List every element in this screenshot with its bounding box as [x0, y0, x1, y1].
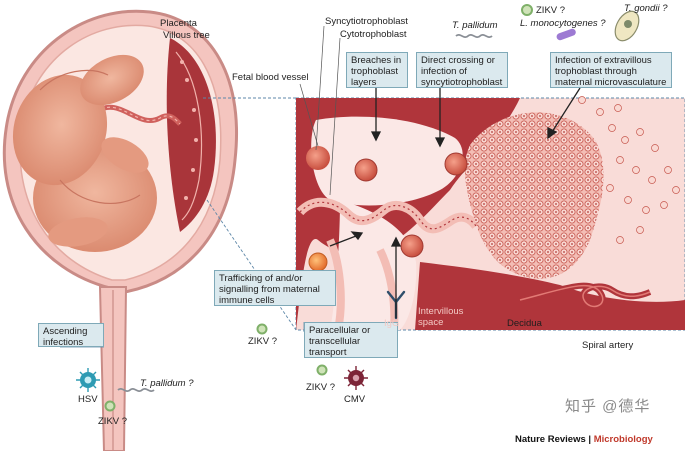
- label-zikv-bottom-mid: ZIKV ?: [306, 382, 336, 393]
- pathogen-sphere: [400, 234, 424, 258]
- pathogen-sphere: [308, 252, 328, 272]
- watermark: 知乎 @德华: [565, 398, 651, 415]
- zikv-icon: [521, 4, 533, 16]
- zoom-panel: [295, 25, 685, 331]
- label-intervillous-space: Intervillous space: [418, 306, 464, 328]
- box-ascending: Ascending infections: [38, 323, 104, 348]
- box-breaches: Breaches in trophoblast layers: [346, 52, 408, 88]
- label-zikv-top: ZIKV ?: [536, 5, 566, 16]
- label-cytotrophoblast: Cytotrophoblast: [340, 29, 407, 40]
- zikv-icon: [316, 364, 328, 376]
- credit-subject: Microbiology: [593, 434, 653, 445]
- intervillous-region: [311, 116, 463, 206]
- label-zikv-bottom-left: ZIKV ?: [98, 416, 128, 427]
- label-hsv: HSV: [78, 394, 98, 405]
- label-spiral-artery: Spiral artery: [582, 340, 634, 351]
- label-t-pallidum-top: T. pallidum: [452, 20, 498, 31]
- credit-separator: |: [585, 434, 594, 445]
- label-zikv-mid: ZIKV ?: [248, 336, 278, 347]
- hsv-icon: [76, 368, 100, 392]
- zikv-icon: [104, 400, 116, 412]
- label-cmv: CMV: [344, 394, 366, 405]
- fetus: [12, 54, 157, 252]
- pathogen-sphere: [354, 158, 378, 182]
- box-paracellular: Paracellular or transcellular transport: [304, 322, 398, 358]
- box-extravillous: Infection of extravillous trophoblast th…: [550, 52, 672, 88]
- label-fetal-blood-vessel: Fetal blood vessel: [232, 72, 309, 83]
- placenta: [166, 38, 216, 232]
- label-igg: IgG: [384, 318, 400, 329]
- journal-credit: Nature Reviews | Microbiology: [515, 434, 653, 445]
- cmv-icon: [344, 366, 368, 390]
- box-direct-crossing: Direct crossing or infection of syncytio…: [416, 52, 508, 88]
- label-t-gondii: T. gondii ?: [624, 3, 668, 14]
- t-pallidum-icon: [455, 33, 493, 39]
- decidua-band: [415, 262, 685, 330]
- label-syncytiotrophoblast: Syncytiotrophoblast: [325, 16, 408, 27]
- label-placenta: Placenta: [160, 18, 197, 29]
- label-villous-tree: Villous tree: [163, 30, 210, 41]
- zikv-icon: [256, 323, 268, 335]
- pathogen-sphere: [444, 152, 468, 176]
- extravillous-trophoblast: [464, 112, 604, 279]
- l-monocytogenes-icon: [556, 28, 576, 41]
- credit-journal: Nature Reviews: [515, 434, 586, 445]
- label-t-pallidum-bottom: T. pallidum ?: [140, 378, 194, 389]
- t-pallidum-icon: [117, 387, 155, 393]
- label-decidua: Decidua: [507, 318, 542, 329]
- box-trafficking: Trafficking of and/or signalling from ma…: [214, 270, 336, 306]
- label-l-monocytogenes: L. monocytogenes ?: [520, 18, 606, 29]
